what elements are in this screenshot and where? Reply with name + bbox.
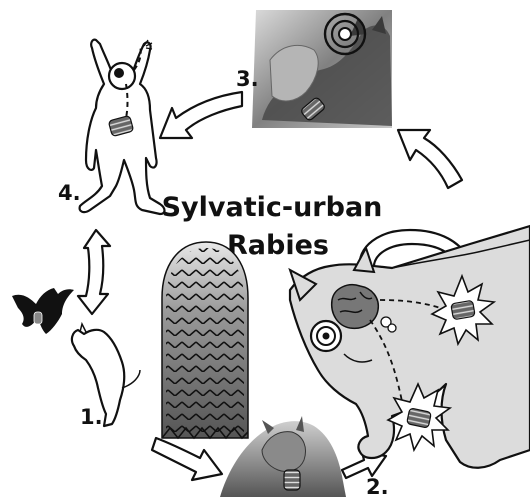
step-3-label: 3. xyxy=(236,67,259,91)
arrow-2-to-3 xyxy=(398,130,462,188)
title-line-2: Rabies xyxy=(227,230,329,261)
virion-icon xyxy=(284,470,300,490)
step-2-label: 2. xyxy=(366,475,389,497)
virion-icon xyxy=(451,300,475,320)
rabies-virion-illustration xyxy=(162,242,248,438)
cat-bite-photo xyxy=(252,10,392,128)
title-line-1: Sylvatic-urban xyxy=(162,192,383,223)
flying-bat-icon xyxy=(12,288,74,334)
head-infection-dot xyxy=(114,68,124,78)
step-1-label: 1. xyxy=(80,405,103,429)
infected-cat-figure xyxy=(290,226,530,468)
arrow-3-to-4 xyxy=(160,92,242,138)
infected-human-figure xyxy=(80,40,165,214)
step-4-label: 4. xyxy=(58,181,81,205)
arrow-1-to-2 xyxy=(152,438,222,480)
arrow-4-to-1 xyxy=(78,230,110,314)
